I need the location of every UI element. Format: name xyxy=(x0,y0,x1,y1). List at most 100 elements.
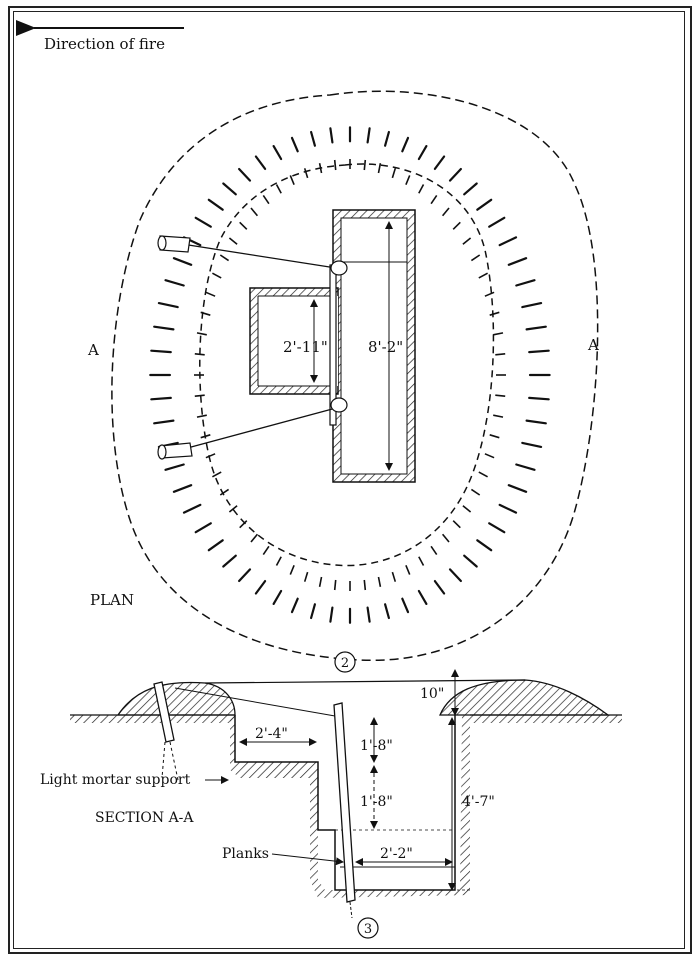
spoil-marks xyxy=(149,126,551,624)
inner-spoil-tick xyxy=(303,168,309,179)
planks-label: Planks xyxy=(222,846,269,862)
spoil-mark xyxy=(207,539,224,552)
inner-spoil-tick xyxy=(200,434,211,439)
spoil-mark xyxy=(238,568,252,583)
inner-spoil-tick xyxy=(228,237,238,245)
inner-spoil-tick xyxy=(462,237,472,245)
drawing-border-outer xyxy=(8,6,692,954)
cover-line xyxy=(204,679,526,684)
inner-spoil-tick xyxy=(493,332,504,336)
figure-number-plan: 2 xyxy=(341,656,349,671)
inner-spoil-tick xyxy=(212,272,222,279)
spoil-mark xyxy=(525,325,547,331)
inner-spoil-tick xyxy=(275,556,282,566)
spoil-mark xyxy=(150,396,172,401)
length-dimension-label: 8'-2" xyxy=(368,338,403,356)
spoil-mark xyxy=(476,198,493,211)
mortar-support-label: Light mortar support xyxy=(40,772,191,788)
inner-spoil-tick xyxy=(452,520,461,529)
inner-spoil-tick xyxy=(441,533,450,543)
inner-spoil-tick xyxy=(478,272,488,279)
inner-spoil-tick xyxy=(478,471,488,478)
inner-spoil-tick xyxy=(289,564,295,575)
mortar-support-post xyxy=(153,681,175,743)
spoil-mark xyxy=(384,603,390,620)
direction-of-fire-label: Direction of fire xyxy=(44,35,165,53)
section-label: SECTION A-A xyxy=(95,810,194,826)
inner-spoil-tick xyxy=(333,579,337,591)
spoil-mark xyxy=(507,257,528,266)
inner-spoil-tick xyxy=(262,194,270,205)
inner-spoil-tick xyxy=(205,453,216,459)
spoil-mark xyxy=(164,279,185,287)
spoil-mark xyxy=(222,554,237,568)
spoil-mark xyxy=(463,554,478,568)
inner-spoil-tick xyxy=(430,194,438,205)
inner-spoil-tick xyxy=(470,254,481,262)
spoil-mark xyxy=(417,145,428,161)
spoil-mark xyxy=(310,130,316,147)
spoil-mark xyxy=(153,419,175,425)
mortar-support-lower xyxy=(157,397,348,460)
inner-spoil-tick xyxy=(391,168,397,179)
inner-spoil-tick xyxy=(275,184,282,194)
plank-section xyxy=(333,702,356,903)
inner-spoil-tick xyxy=(239,520,248,529)
spoil-mark xyxy=(164,463,185,471)
inner-spoil-tick xyxy=(196,332,207,336)
spoil-mark xyxy=(384,130,390,147)
spoil-mark xyxy=(521,441,543,448)
inner-spoil-tick xyxy=(484,453,495,459)
plan-view: Direction of fire xyxy=(15,20,599,673)
spoil-mark xyxy=(272,145,283,161)
spoil-mark xyxy=(172,257,193,266)
inner-spoil-tick xyxy=(452,221,461,230)
inner-spoil-tick xyxy=(391,571,397,582)
inner-spoil-tick xyxy=(363,159,367,171)
spoil-mark xyxy=(194,216,212,228)
inner-spoil-tick xyxy=(196,414,207,418)
section-mark-right: A xyxy=(587,336,599,354)
inner-spoil-tick xyxy=(470,488,481,496)
inner-spoil-tick xyxy=(363,579,367,591)
shelf-dimension-label: 2'-4" xyxy=(255,726,288,742)
spoil-mark xyxy=(498,503,518,514)
shelf-floor xyxy=(258,296,338,386)
inner-spoil-tick xyxy=(462,505,472,513)
inner-spoil-tick xyxy=(289,175,295,186)
inner-spoil-tick xyxy=(405,564,411,575)
inner-spoil-tick xyxy=(250,207,259,217)
spoil-mark xyxy=(433,579,446,595)
inner-spoil-tick xyxy=(418,556,425,566)
spoil-mark xyxy=(433,155,446,170)
spoil-mark xyxy=(290,597,299,614)
spoil-mark xyxy=(150,349,172,354)
outer-parapet-outline xyxy=(111,90,599,661)
section-mark-left: A xyxy=(87,341,99,359)
inner-spoil-tick xyxy=(333,159,337,171)
inner-spoil-tick xyxy=(219,254,230,262)
spoil-mark xyxy=(182,503,202,514)
inner-spoil-tick xyxy=(239,221,248,230)
inner-spoil-tick xyxy=(262,545,270,556)
figure-number-section: 3 xyxy=(364,922,372,937)
spoil-mark xyxy=(194,522,212,534)
figure-number-section-circle xyxy=(357,917,379,939)
spoil-mark xyxy=(238,167,252,182)
spoil-mark xyxy=(366,606,371,623)
spoil-mark xyxy=(448,167,462,182)
spoil-mark xyxy=(417,589,428,606)
inner-spoil-tick xyxy=(250,533,259,543)
inner-spoil-tick xyxy=(377,576,382,587)
depth-dimension-label: 4'-7" xyxy=(462,794,495,810)
width-dimension-label: 2'-11" xyxy=(283,338,328,356)
inner-spoil-tick xyxy=(200,311,211,316)
figure-number-plan-circle xyxy=(334,651,356,673)
spoil-mark xyxy=(366,127,371,144)
drawing-border-inner xyxy=(13,11,685,949)
spoil-mark xyxy=(515,279,536,287)
spoil-mark xyxy=(528,396,550,401)
spoil-mark xyxy=(172,484,193,493)
inner-spoil-tick xyxy=(194,353,205,356)
